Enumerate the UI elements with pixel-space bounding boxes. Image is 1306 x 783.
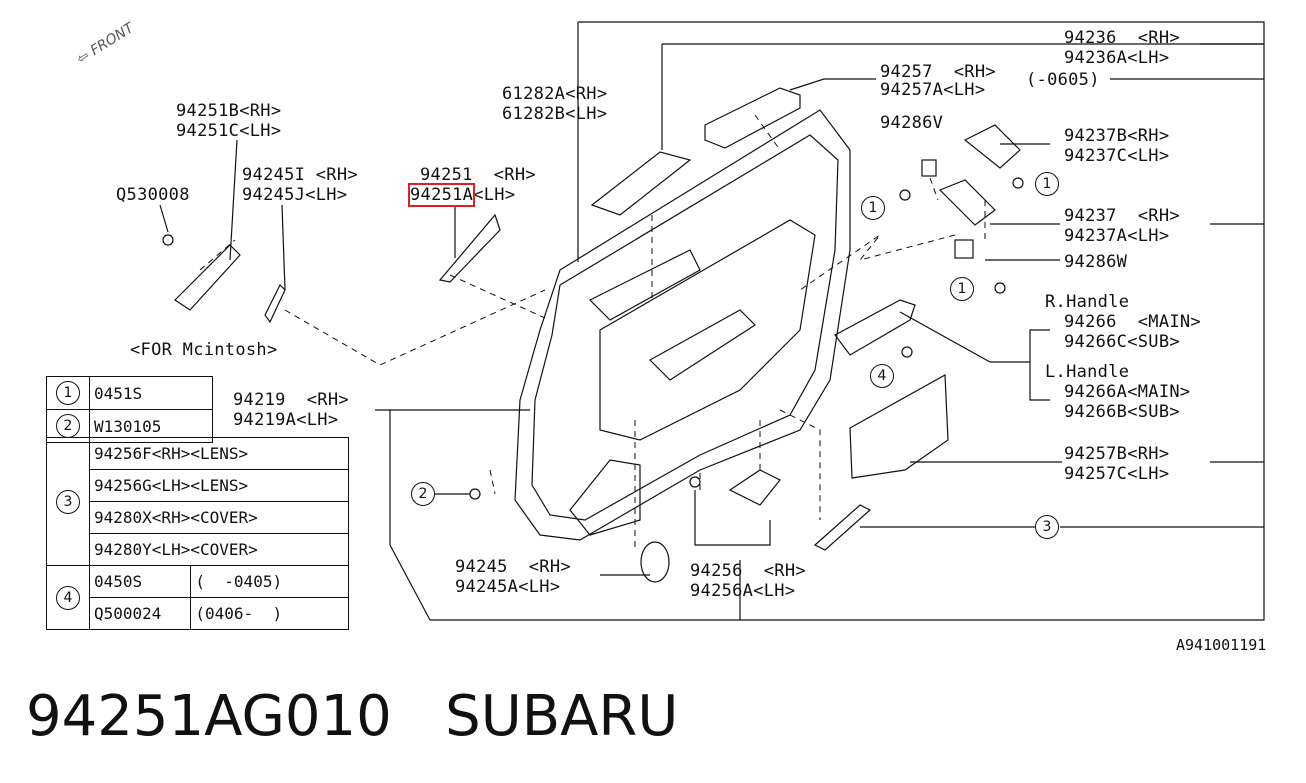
label-94286w: 94286W: [1064, 252, 1128, 272]
label-61282b: 61282B<LH>: [502, 104, 608, 124]
label-94256a: 94256A<LH>: [690, 581, 796, 601]
label-94266c: 94266C<SUB>: [1064, 332, 1180, 352]
label-94257a: 94257A<LH>: [880, 80, 986, 100]
table-cell: 94280X<RH><COVER>: [89, 501, 349, 534]
label-94257b: 94257B<RH>: [1064, 444, 1170, 464]
table-num-3: 3: [56, 489, 80, 514]
label-94245: 94245 <RH>: [455, 557, 571, 577]
table-cell: 94256F<RH><LENS>: [89, 437, 349, 470]
label-94256: 94256 <RH>: [690, 561, 806, 581]
label-94237: 94237 <RH>: [1064, 206, 1180, 226]
part-number: 94251AG010: [26, 684, 392, 749]
label-94237b: 94237B<RH>: [1064, 126, 1170, 146]
label-94245j: 94245J<LH>: [242, 185, 348, 205]
callout-3: 3: [1035, 515, 1059, 539]
table-row: 94256G<LH><LENS>: [47, 469, 349, 502]
door-panel-shape: [514, 109, 851, 541]
frame-outline: [430, 21, 1265, 621]
label-94236a: 94236A<LH>: [1064, 48, 1170, 68]
table-cell: (0406- ): [190, 597, 349, 630]
label-94219: 94219 <RH>: [233, 390, 349, 410]
label-q530008: Q530008: [116, 185, 190, 205]
table-cell: Q500024: [88, 597, 192, 630]
table-cell: 94280Y<LH><COVER>: [89, 533, 349, 566]
table-num-4: 4: [56, 585, 80, 610]
label-94251b: 94251B<RH>: [176, 101, 282, 121]
brand-name: SUBARU: [445, 684, 679, 749]
table-row: 94280X<RH><COVER>: [47, 501, 349, 534]
table-num-cell: 3: [46, 437, 90, 566]
table-row: 4 0450S ( -0405): [46, 565, 349, 630]
label-61282a: 61282A<RH>: [502, 84, 608, 104]
label-94251c: 94251C<LH>: [176, 121, 282, 141]
label-94257c: 94257C<LH>: [1064, 464, 1170, 484]
label-94219a: 94219A<LH>: [233, 410, 339, 430]
top-molding-shape: [590, 151, 692, 216]
highlighted-part-94251a[interactable]: 94251A: [407, 183, 476, 207]
table-num-2: 2: [56, 414, 80, 438]
diagram-reference-code: A941001191: [1176, 636, 1267, 654]
table-num-1: 1: [56, 381, 80, 405]
label-l-handle: L.Handle: [1045, 362, 1130, 382]
label-94266b: 94266B<SUB>: [1064, 402, 1180, 422]
callout-1-a: 1: [861, 196, 885, 220]
label-94266: 94266 <MAIN>: [1064, 312, 1201, 332]
table-cell: 94256G<LH><LENS>: [89, 469, 349, 502]
table-row: Q500024 (0406- ): [47, 597, 349, 630]
label-94251a-row: 94251A<LH>: [407, 183, 516, 207]
callout-1-c: 1: [950, 277, 974, 301]
callout-4: 4: [870, 364, 894, 388]
label-94237a: 94237A<LH>: [1064, 226, 1170, 246]
label-0605: (-0605): [1026, 70, 1100, 90]
label-94266a: 94266A<MAIN>: [1064, 382, 1191, 402]
label-94236: 94236 <RH>: [1064, 28, 1180, 48]
callout-2: 2: [411, 482, 435, 506]
table-row: 94280Y<LH><COVER>: [47, 533, 349, 566]
table-cell: 0450S: [88, 565, 192, 598]
callout-1-b: 1: [1035, 172, 1059, 196]
label-for-mcintosh: <FOR Mcintosh>: [130, 340, 278, 360]
table-row: 3 94256F<RH><LENS>: [46, 437, 349, 566]
label-94245a: 94245A<LH>: [455, 577, 561, 597]
fastener-table-lower: 3 94256F<RH><LENS> 94256G<LH><LENS> 9428…: [46, 437, 349, 630]
label-94286v: 94286V: [880, 113, 944, 133]
label-r-handle: R.Handle: [1045, 292, 1130, 312]
table-cell: 0451S: [89, 376, 213, 410]
label-94237c: 94237C<LH>: [1064, 146, 1170, 166]
table-num-cell: 4: [46, 565, 90, 630]
table-num-cell: 1: [46, 376, 90, 410]
part-title: 94251AG010 SUBARU: [26, 684, 678, 749]
fastener-table: 1 0451S 2 W130105: [46, 376, 213, 443]
table-row: 1 0451S: [46, 376, 213, 410]
label-94245i: 94245I <RH>: [242, 165, 358, 185]
label-94251: 94251 <RH>: [420, 165, 536, 185]
table-cell: ( -0405): [190, 565, 349, 598]
label-94251a-suffix: <LH>: [473, 185, 516, 205]
label-94257: 94257 <RH>: [880, 62, 996, 82]
